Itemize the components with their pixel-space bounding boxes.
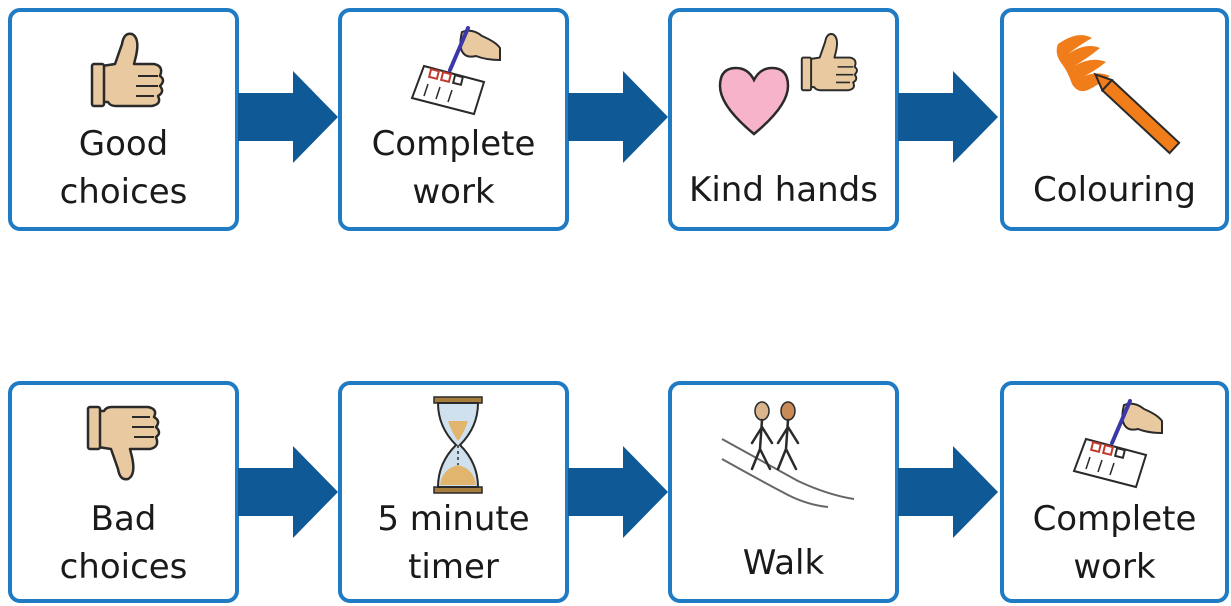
thumbs-down-icon <box>78 397 168 487</box>
card-five-minute-timer: 5 minute timer <box>338 381 569 603</box>
thumbs-up-icon <box>794 28 864 98</box>
card-label-line2: choices <box>59 172 188 212</box>
arrow-right-icon <box>568 71 668 163</box>
arrow-right-icon <box>568 446 668 538</box>
card-colouring: Colouring <box>1000 8 1229 231</box>
card-label-line2: timer <box>408 547 499 587</box>
card-label-line2: work <box>1073 547 1156 587</box>
card-label-line1: Complete <box>371 124 536 164</box>
arrow-right-icon <box>238 446 338 538</box>
heart-icon <box>714 60 794 140</box>
card-label-line1: Bad <box>90 499 157 539</box>
card-label-line1: Walk <box>742 543 825 583</box>
hourglass-icon <box>428 395 488 495</box>
card-kind-hands: Kind hands <box>668 8 899 231</box>
card-label-line1: 5 minute <box>377 499 530 539</box>
card-label-line2: work <box>412 172 495 212</box>
card-walk: Walk <box>668 381 899 603</box>
card-label-line1: Complete <box>1032 499 1197 539</box>
card-label-line1: Kind hands <box>689 170 878 210</box>
card-label-line1: Good <box>78 124 169 164</box>
arrow-right-icon <box>238 71 338 163</box>
thumbs-up-icon <box>82 26 172 116</box>
card-bad-choices: Bad choices <box>8 381 239 603</box>
checklist-pen-icon <box>406 26 506 116</box>
card-label-line2: choices <box>59 547 188 587</box>
arrow-right-icon <box>898 71 998 163</box>
arrow-right-icon <box>898 446 998 538</box>
crayon-icon <box>1048 24 1188 164</box>
card-complete-work: Complete work <box>338 8 569 231</box>
card-label-line1: Colouring <box>1033 170 1196 210</box>
card-good-choices: Good choices <box>8 8 239 231</box>
walking-people-icon <box>718 399 858 509</box>
checklist-pen-icon <box>1068 399 1168 489</box>
card-complete-work: Complete work <box>1000 381 1229 603</box>
